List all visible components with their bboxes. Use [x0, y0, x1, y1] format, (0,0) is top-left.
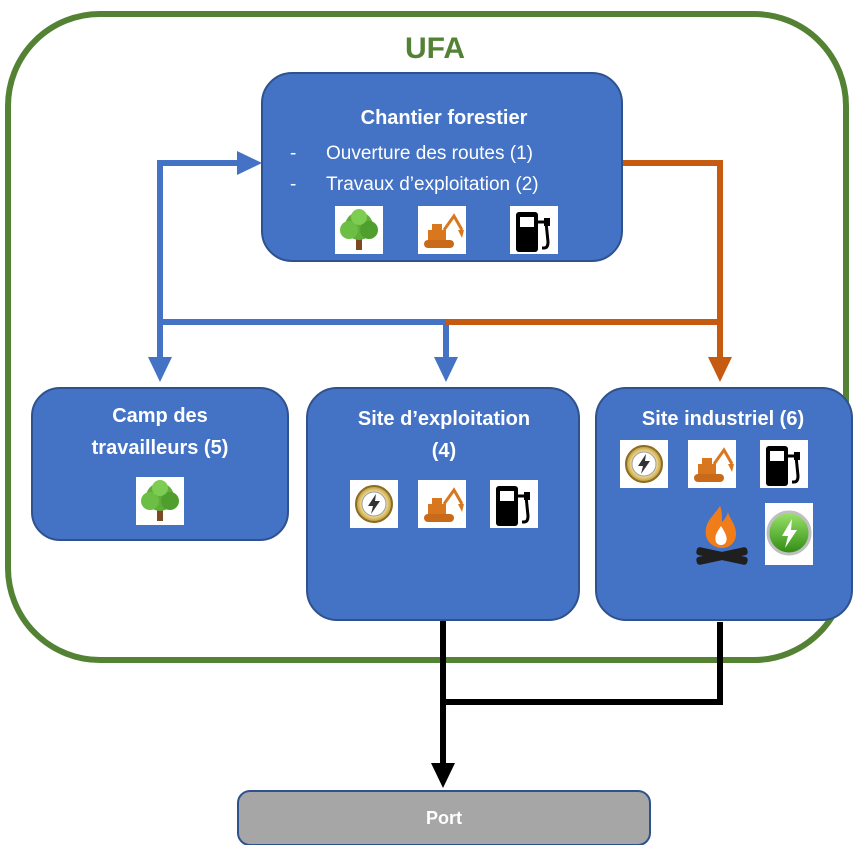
site-industriel-title: Site industriel (6) — [642, 408, 804, 430]
camp-title-line-1: Camp des — [112, 405, 208, 427]
site-exploitation-title-line-2: (4) — [432, 440, 456, 462]
green-power-icon — [765, 503, 813, 565]
arrowhead-to-site-exploitation — [434, 357, 458, 382]
arrowhead-to-chantier — [237, 151, 262, 175]
fuel-pump-icon — [760, 440, 808, 488]
chantier-forestier-box: Chantier forestier - Ouverture des route… — [261, 72, 623, 262]
connectors — [148, 151, 732, 788]
site-exploitation-box: Site d’exploitation (4) — [306, 387, 580, 621]
fire-icon — [696, 506, 748, 565]
chantier-item-2: Travaux d’exploitation (2) — [326, 174, 539, 195]
port-box: Port — [237, 790, 651, 845]
arrowhead-to-site-industriel — [708, 357, 732, 382]
blue-connector-left — [157, 160, 240, 358]
tree-icon — [335, 206, 383, 254]
fuel-pump-icon — [490, 480, 538, 528]
chantier-item-1-dash: - — [290, 143, 296, 164]
chantier-item-2-dash: - — [290, 174, 296, 195]
camp-travailleurs-box: Camp des travailleurs (5) — [31, 387, 289, 541]
blue-connector-horizontal — [160, 319, 449, 358]
excavator-icon — [418, 206, 466, 254]
site-industriel-box: Site industriel (6) — [595, 387, 853, 621]
arrowhead-to-camp — [148, 357, 172, 382]
ufa-label: UFA — [405, 32, 465, 65]
arrowhead-to-port — [431, 763, 455, 788]
electricity-meter-icon — [350, 480, 398, 528]
electricity-meter-icon — [620, 440, 668, 488]
black-connector-industriel — [443, 622, 723, 705]
ufa-boundary — [5, 11, 849, 663]
port-label: Port — [426, 808, 462, 828]
chantier-item-1: Ouverture des routes (1) — [326, 143, 533, 164]
chantier-title: Chantier forestier — [361, 107, 528, 129]
orange-connector — [622, 160, 723, 358]
excavator-icon — [418, 480, 466, 528]
fuel-pump-icon — [510, 206, 558, 254]
camp-title-line-2: travailleurs (5) — [92, 437, 229, 459]
site-exploitation-title-line-1: Site d’exploitation — [358, 408, 530, 430]
excavator-icon — [688, 440, 736, 488]
tree-icon — [136, 477, 184, 525]
